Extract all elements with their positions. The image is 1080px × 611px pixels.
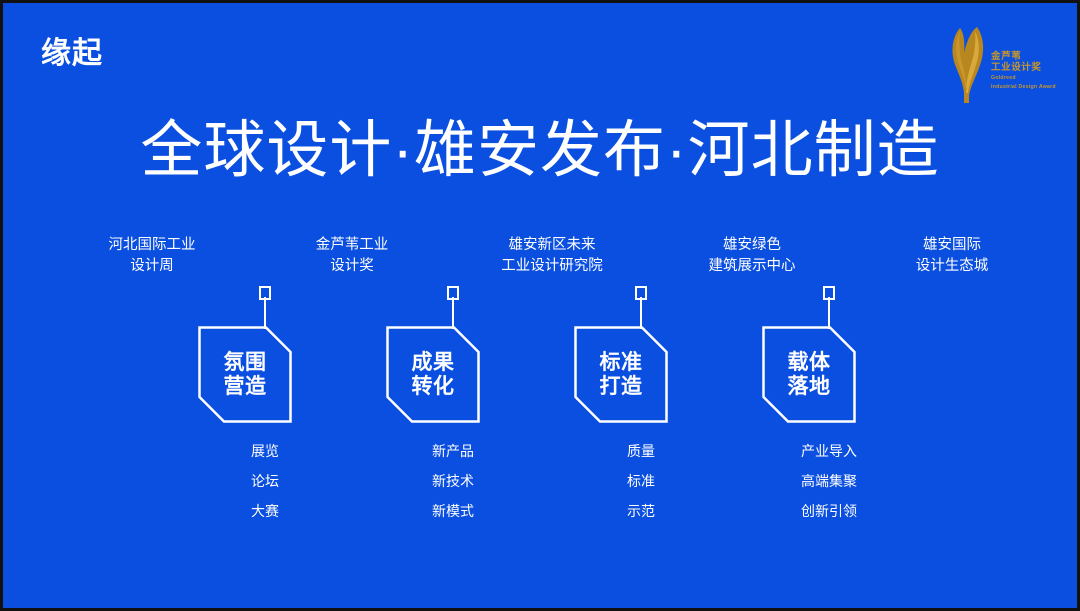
institution-label-line2: 设计周 [130, 258, 174, 275]
pillar-title-line2: 营造 [223, 374, 267, 398]
institution-label-line2: 设计生态城 [915, 258, 989, 275]
institution-label: 雄安绿色 建筑展示中心 [667, 235, 837, 277]
institution-label-line1: 雄安绿色 [723, 237, 781, 253]
outcome-item: 创新引领 [801, 503, 857, 519]
connector-line [635, 286, 647, 329]
pillar-title: 载体 落地 [762, 326, 856, 423]
institution-label-line2: 工业设计研究院 [501, 258, 603, 275]
octagon-outline-icon [574, 326, 668, 423]
institution-label-line1: 雄安新区未来 [508, 237, 596, 253]
pillar-title-line1: 氛围 [223, 350, 267, 374]
pillar-title-line1: 成果 [411, 350, 455, 374]
institution-label: 河北国际工业 设计周 [67, 235, 237, 277]
pillar-badge: 载体 落地 [762, 326, 856, 423]
pillar-title-line2: 打造 [599, 374, 643, 398]
connector-stem [264, 297, 266, 329]
institution-label-line2: 设计奖 [330, 258, 374, 275]
institution-label-line1: 河北国际工业 [108, 237, 196, 253]
goldreed-award-logo: 金芦苇 工业设计奖 Goldreed Industrial Design Awa… [947, 25, 1057, 103]
logo-name-en-1: Goldreed [991, 75, 1016, 82]
pillar-badge: 标准 打造 [574, 326, 668, 423]
octagon-outline-icon [762, 326, 856, 423]
pillar-title-line2: 转化 [411, 374, 455, 398]
pillar-badge: 氛围 营造 [198, 326, 292, 423]
outcome-item: 新模式 [432, 503, 474, 519]
slide-headline: 全球设计·雄安发布·河北制造 [140, 116, 940, 185]
institution-label-line1: 雄安国际 [923, 237, 981, 253]
pillar-outcome-list: 质量 标准 示范 [561, 444, 721, 518]
institution-label-line2: 建筑展示中心 [708, 258, 796, 275]
outcome-item: 展览 [251, 443, 279, 459]
pillar-outcome-list: 展览 论坛 大赛 [185, 444, 345, 518]
pillar-title: 成果 转化 [386, 326, 480, 423]
connector-stem [640, 297, 642, 329]
pillar-title-line2: 落地 [787, 374, 831, 398]
octagon-outline-icon [386, 326, 480, 423]
outcome-item: 新技术 [432, 473, 474, 489]
outcome-item: 产业导入 [801, 443, 857, 459]
pillar-title: 氛围 营造 [198, 326, 292, 423]
octagon-outline-icon [198, 326, 292, 423]
pillar-badge: 成果 转化 [386, 326, 480, 423]
pillar-title-line1: 载体 [787, 350, 831, 374]
outcome-item: 论坛 [251, 473, 279, 489]
logo-name-cn-2: 工业设计奖 [991, 62, 1042, 74]
connector-line [447, 286, 459, 329]
institution-label-line1: 金芦苇工业 [315, 237, 389, 253]
institution-label: 雄安新区未来 工业设计研究院 [467, 235, 637, 277]
connector-line [823, 286, 835, 329]
connector-line [259, 286, 271, 329]
outcome-item: 新产品 [432, 443, 474, 459]
outcome-item: 质量 [627, 443, 655, 459]
reed-icon [947, 25, 989, 103]
pillar-outcome-list: 新产品 新技术 新模式 [373, 444, 533, 518]
outcome-item: 大赛 [251, 503, 279, 519]
pillar-outcome-list: 产业导入 高端集聚 创新引领 [749, 444, 909, 518]
pillar-title-line1: 标准 [599, 350, 643, 374]
connector-stem [452, 297, 454, 329]
outcome-item: 标准 [627, 473, 655, 489]
institution-label: 金芦苇工业 设计奖 [267, 235, 437, 277]
pillar-row: 氛围 营造 展览 论坛 大赛 成果 转化 [185, 286, 945, 526]
logo-name-en-2: Industrial Design Award [991, 83, 1056, 90]
connector-stem [828, 297, 830, 329]
pillar-title: 标准 打造 [574, 326, 668, 423]
logo-name-cn-1: 金芦苇 [991, 51, 1022, 62]
logo-wordmark: 金芦苇 工业设计奖 Goldreed Industrial Design Awa… [991, 51, 1056, 90]
outcome-item: 示范 [627, 503, 655, 519]
outcome-item: 高端集聚 [801, 473, 857, 489]
page-title: 缘起 [41, 37, 103, 70]
institution-label: 雄安国际 设计生态城 [867, 235, 1037, 277]
institution-label-row: 河北国际工业 设计周 金芦苇工业 设计奖 雄安新区未来 工业设计研究院 雄安绿色… [67, 235, 1037, 277]
